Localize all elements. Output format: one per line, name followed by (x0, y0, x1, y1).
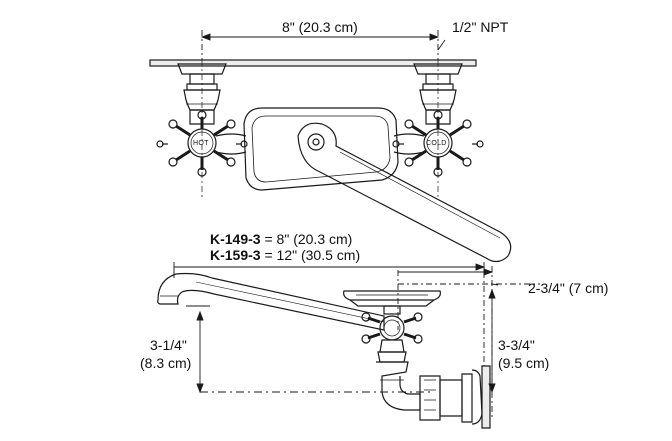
supply-elbow (376, 361, 491, 429)
model-row: K-159-3 = 12" (30.5 cm) (210, 247, 360, 263)
overall-height-label-cm: (9.5 cm) (498, 355, 550, 371)
model-row: K-149-3 = 8" (20.3 cm) (210, 231, 360, 247)
overall-height-dimension (488, 288, 496, 394)
cold-handle-label: COLD (426, 140, 447, 147)
side-valve (361, 312, 423, 363)
soap-dish (343, 290, 441, 315)
spout-height-label-in: 3-1/4" (150, 337, 187, 353)
spout-side-view (157, 272, 385, 331)
spout-height-dimension (186, 305, 430, 394)
side-view (157, 262, 540, 429)
model-length-list: K-149-3 = 8" (20.3 cm) K-159-3 = 12" (30… (210, 231, 360, 263)
overall-height-label-in: 3-3/4" (498, 337, 535, 353)
model-number: K-149-3 (210, 231, 261, 247)
center-body (243, 107, 399, 191)
dish-depth-label: 2-3/4" (7 cm) (528, 280, 609, 296)
width-dimension-line (200, 30, 446, 60)
model-spec: = 8" (20.3 cm) (260, 231, 353, 247)
model-spec: = 12" (30.5 cm) (260, 247, 361, 263)
thread-size-label: 1/2" NPT (452, 19, 509, 35)
width-dimension-label: 8" (20.3 cm) (282, 19, 358, 35)
wall-plate (149, 59, 477, 67)
length-dimension-line (173, 262, 486, 278)
spout-top-view (297, 122, 512, 263)
model-number: K-159-3 (210, 247, 261, 263)
spout-height-label-cm: (8.3 cm) (140, 355, 192, 371)
hot-handle-label: HOT (193, 140, 209, 147)
top-view (149, 30, 512, 263)
